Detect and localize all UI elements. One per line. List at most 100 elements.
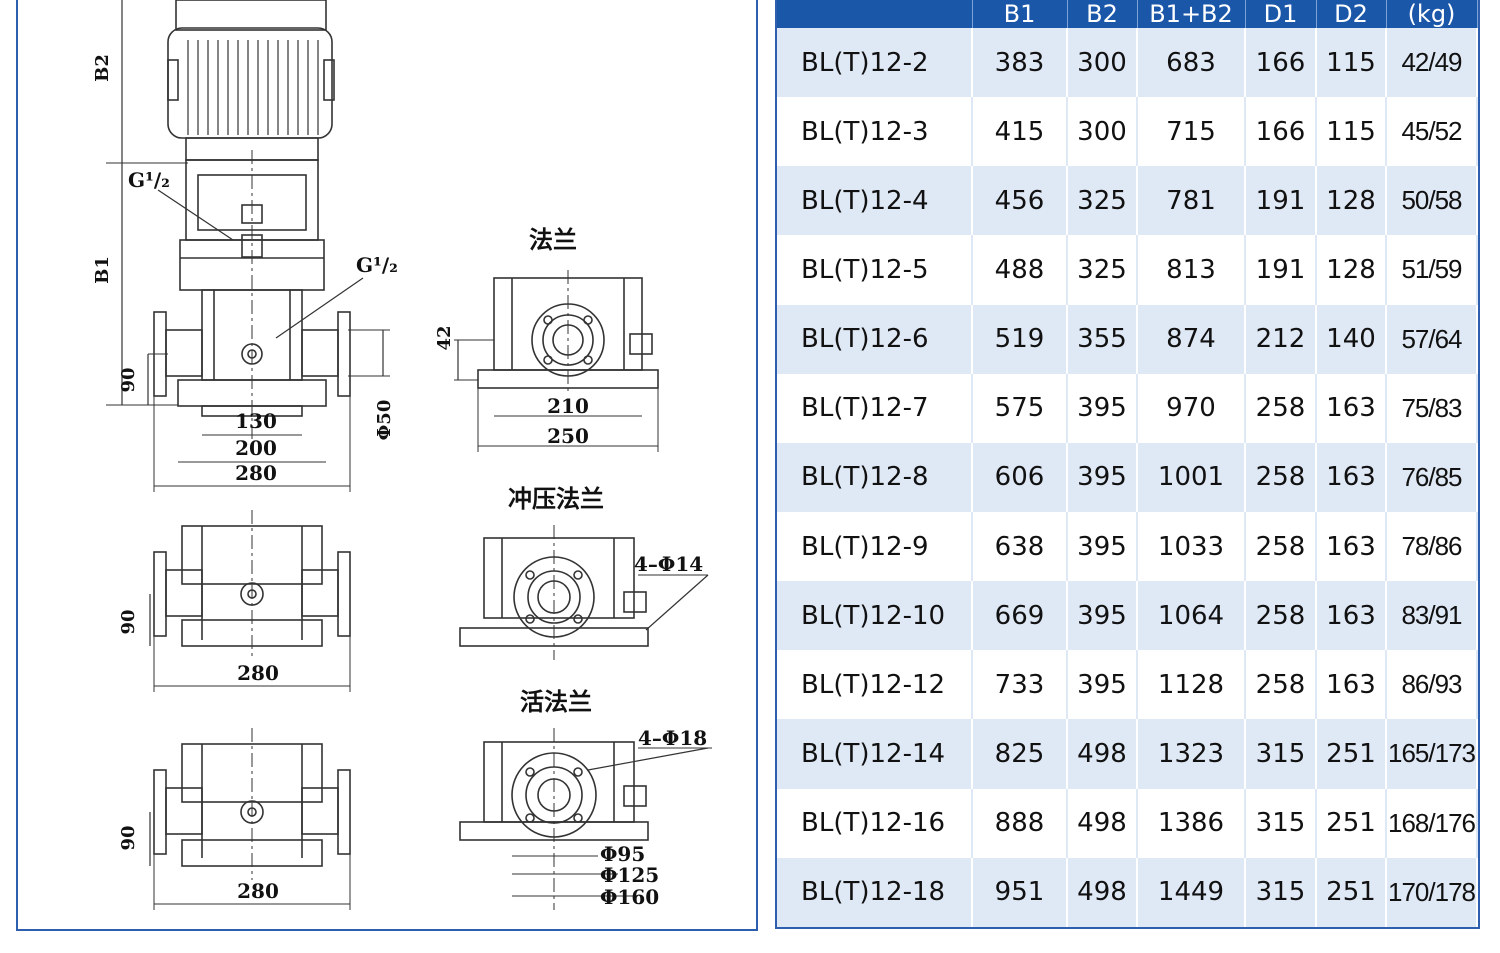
table-cell: 315 [1245, 788, 1317, 858]
table-cell: 951 [972, 857, 1068, 927]
table-cell: 733 [972, 650, 1068, 720]
table-cell: 575 [972, 373, 1068, 443]
title-flange: 法兰 [529, 225, 577, 254]
table-cell: 115 [1316, 28, 1387, 98]
label-bolt-4-18: 4–Φ18 [638, 726, 707, 750]
table-cell: 1449 [1137, 857, 1246, 927]
title-pressed-flange: 冲压法兰 [508, 484, 604, 513]
table-cell: 669 [972, 581, 1068, 651]
table-cell: 251 [1316, 857, 1387, 927]
label-g-half-1: G¹/₂ [128, 168, 170, 192]
table-cell: 874 [1137, 304, 1246, 374]
table-cell: 1386 [1137, 788, 1246, 858]
table-cell: 166 [1245, 28, 1317, 98]
table-cell: 395 [1067, 511, 1138, 582]
model-cell: BL(T)12-12 [777, 650, 973, 720]
table-cell: 1128 [1137, 650, 1246, 720]
table-cell: 251 [1316, 788, 1387, 858]
label-90-b: 90 [118, 609, 139, 634]
model-cell: BL(T)12-10 [777, 581, 973, 651]
pump-front-view-3 [149, 728, 351, 910]
label-b2: B2 [92, 54, 113, 82]
table-cell: 76/85 [1386, 442, 1478, 512]
table-cell: 128 [1316, 235, 1387, 305]
model-cell: BL(T)12-2 [777, 28, 973, 98]
model-cell: BL(T)12-4 [777, 166, 973, 236]
table-cell: 168/176 [1386, 788, 1478, 858]
model-cell: BL(T)12-5 [777, 235, 973, 305]
table-cell: 45/52 [1386, 97, 1478, 167]
table-cell: 683 [1137, 28, 1246, 98]
label-b1: B1 [92, 256, 113, 284]
label-phi50: Φ50 [374, 400, 395, 441]
label-280-a: 280 [235, 461, 277, 485]
label-phi125: Φ125 [600, 863, 659, 887]
column-header [777, 0, 973, 28]
pressed-flange-view [459, 525, 709, 660]
table-cell: 83/91 [1386, 581, 1478, 651]
table-cell: 163 [1316, 442, 1387, 512]
table-cell: 258 [1245, 650, 1317, 720]
table-cell: 165/173 [1386, 719, 1478, 789]
pump-drawing: B2 B1 G¹/₂ G¹/₂ 90 130 200 280 Φ50 法兰 42… [92, 0, 712, 910]
table-cell: 498 [1067, 719, 1138, 789]
column-header: D1 [1245, 0, 1317, 28]
label-280-c: 280 [237, 879, 279, 903]
pump-front-view [106, 0, 390, 492]
title-loose-flange: 活法兰 [520, 687, 592, 716]
table-cell: 1033 [1137, 511, 1246, 582]
table-cell: 300 [1067, 97, 1138, 167]
table-cell: 128 [1316, 166, 1387, 236]
table-cell: 395 [1067, 581, 1138, 651]
model-cell: BL(T)12-9 [777, 511, 973, 582]
table-cell: 519 [972, 304, 1068, 374]
table-cell: 888 [972, 788, 1068, 858]
table-cell: 825 [972, 719, 1068, 789]
label-250: 250 [547, 424, 589, 448]
column-header: B1 [972, 0, 1068, 28]
column-header: B1+B2 [1137, 0, 1246, 28]
flange-side-view [454, 270, 659, 452]
table-cell: 315 [1245, 857, 1317, 927]
table-cell: 57/64 [1386, 304, 1478, 374]
loose-flange-view [459, 728, 712, 910]
table-cell: 170/178 [1386, 857, 1478, 927]
table-cell: 163 [1316, 373, 1387, 443]
table-cell: 86/93 [1386, 650, 1478, 720]
table-cell: 75/83 [1386, 373, 1478, 443]
table-cell: 212 [1245, 304, 1317, 374]
table-cell: 606 [972, 442, 1068, 512]
table-cell: 191 [1245, 166, 1317, 236]
column-header: (kg) [1386, 0, 1478, 28]
table-cell: 1001 [1137, 442, 1246, 512]
model-cell: BL(T)12-6 [777, 304, 973, 374]
table-cell: 42/49 [1386, 28, 1478, 98]
table-cell: 498 [1067, 857, 1138, 927]
table-cell: 325 [1067, 166, 1138, 236]
table-cell: 251 [1316, 719, 1387, 789]
label-phi95: Φ95 [600, 842, 645, 866]
table-cell: 415 [972, 97, 1068, 167]
table-cell: 258 [1245, 373, 1317, 443]
table-cell: 383 [972, 28, 1068, 98]
model-cell: BL(T)12-7 [777, 373, 973, 443]
label-phi160: Φ160 [600, 885, 659, 909]
drawing-panel: B2 B1 G¹/₂ G¹/₂ 90 130 200 280 Φ50 法兰 42… [16, 0, 758, 931]
table-cell: 51/59 [1386, 235, 1478, 305]
label-130: 130 [235, 409, 277, 433]
table-cell: 258 [1245, 442, 1317, 512]
column-header: B2 [1067, 0, 1138, 28]
